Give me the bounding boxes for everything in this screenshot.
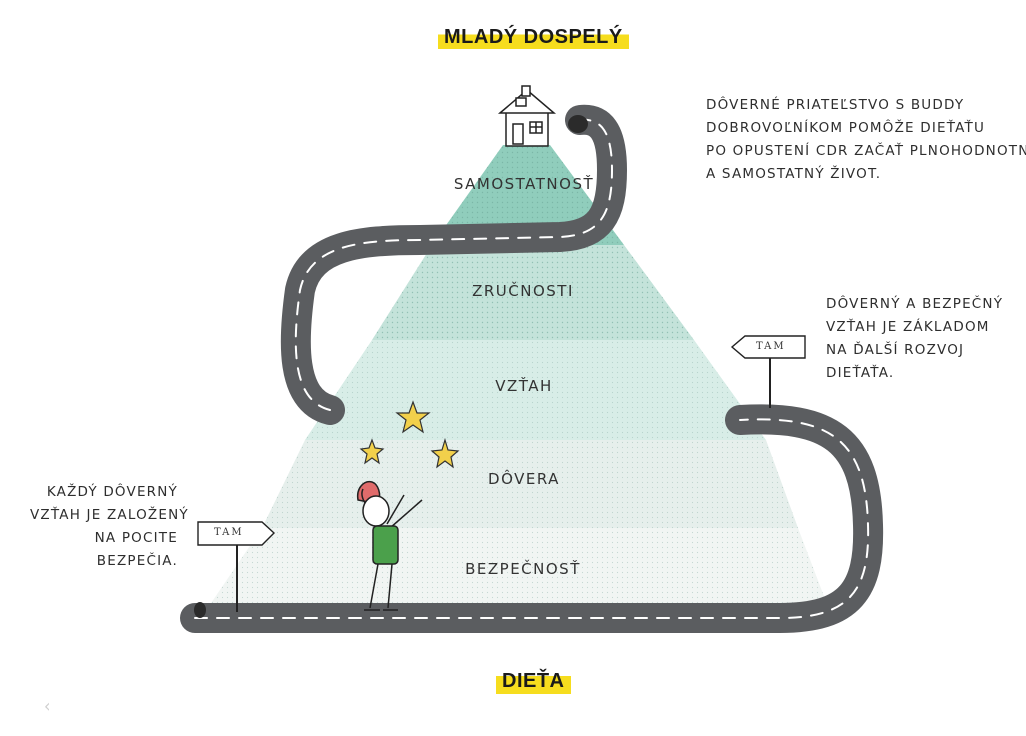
level-label-bezpecnost: BEZPEČNOSŤ (465, 560, 581, 578)
level-label-dovera: DÔVERA (488, 470, 560, 488)
signpost-icon (197, 521, 276, 612)
note-line: DÔVERNÝ A BEZPEČNÝ (826, 296, 1004, 312)
note-line: NA POCITE (94, 530, 178, 546)
level-label-samostatnost: SAMOSTATNOSŤ (453, 175, 595, 193)
level-label-zrucnosti: ZRUČNOSTI (472, 282, 574, 300)
note-safety: KAŽDÝ DÔVERNÝ VZŤAH JE ZALOŽENÝ NA POCIT… (30, 481, 189, 573)
star-icon (395, 400, 431, 434)
note-line: VZŤAH JE ZALOŽENÝ (30, 507, 189, 523)
chevron-left-icon[interactable]: ‹ (44, 696, 51, 717)
sign-label-left: TAM (214, 527, 244, 538)
bottom-heading: DIEŤA (496, 668, 571, 695)
house-icon (497, 85, 557, 147)
note-friendship: DÔVERNÉ PRIATEĽSTVO S BUDDY DOBROVOĽNÍKO… (706, 94, 1026, 186)
note-line: VZŤAH JE ZÁKLADOM (826, 319, 990, 335)
note-line: DÔVERNÉ PRIATEĽSTVO S BUDDY (706, 97, 965, 113)
note-line: DIEŤAŤA. (826, 365, 895, 381)
note-line: BEZPEČIA. (96, 553, 178, 569)
signpost-icon (730, 335, 806, 408)
level-label-vztah: VZŤAH (495, 377, 553, 395)
road (180, 104, 884, 633)
note-line: A SAMOSTATNÝ ŽIVOT. (706, 166, 882, 182)
stars (359, 400, 460, 469)
pyramid (205, 145, 830, 612)
top-heading: MLADÝ DOSPELÝ (438, 24, 629, 51)
note-line: PO OPUSTENÍ CDR ZAČAŤ PLNOHODNOTNÝ (706, 143, 1026, 159)
star-icon (359, 438, 385, 465)
star-icon (430, 437, 460, 469)
note-line: NA ĎALŠÍ ROZVOJ (826, 342, 965, 358)
note-line: KAŽDÝ DÔVERNÝ (46, 484, 178, 500)
child-figure (356, 480, 423, 611)
note-relationship: DÔVERNÝ A BEZPEČNÝ VZŤAH JE ZÁKLADOM NA … (826, 293, 1006, 385)
sign-label-right: TAM (756, 341, 786, 352)
note-line: DOBROVOĽNÍKOM POMÔŽE DIEŤAŤU (706, 120, 986, 136)
